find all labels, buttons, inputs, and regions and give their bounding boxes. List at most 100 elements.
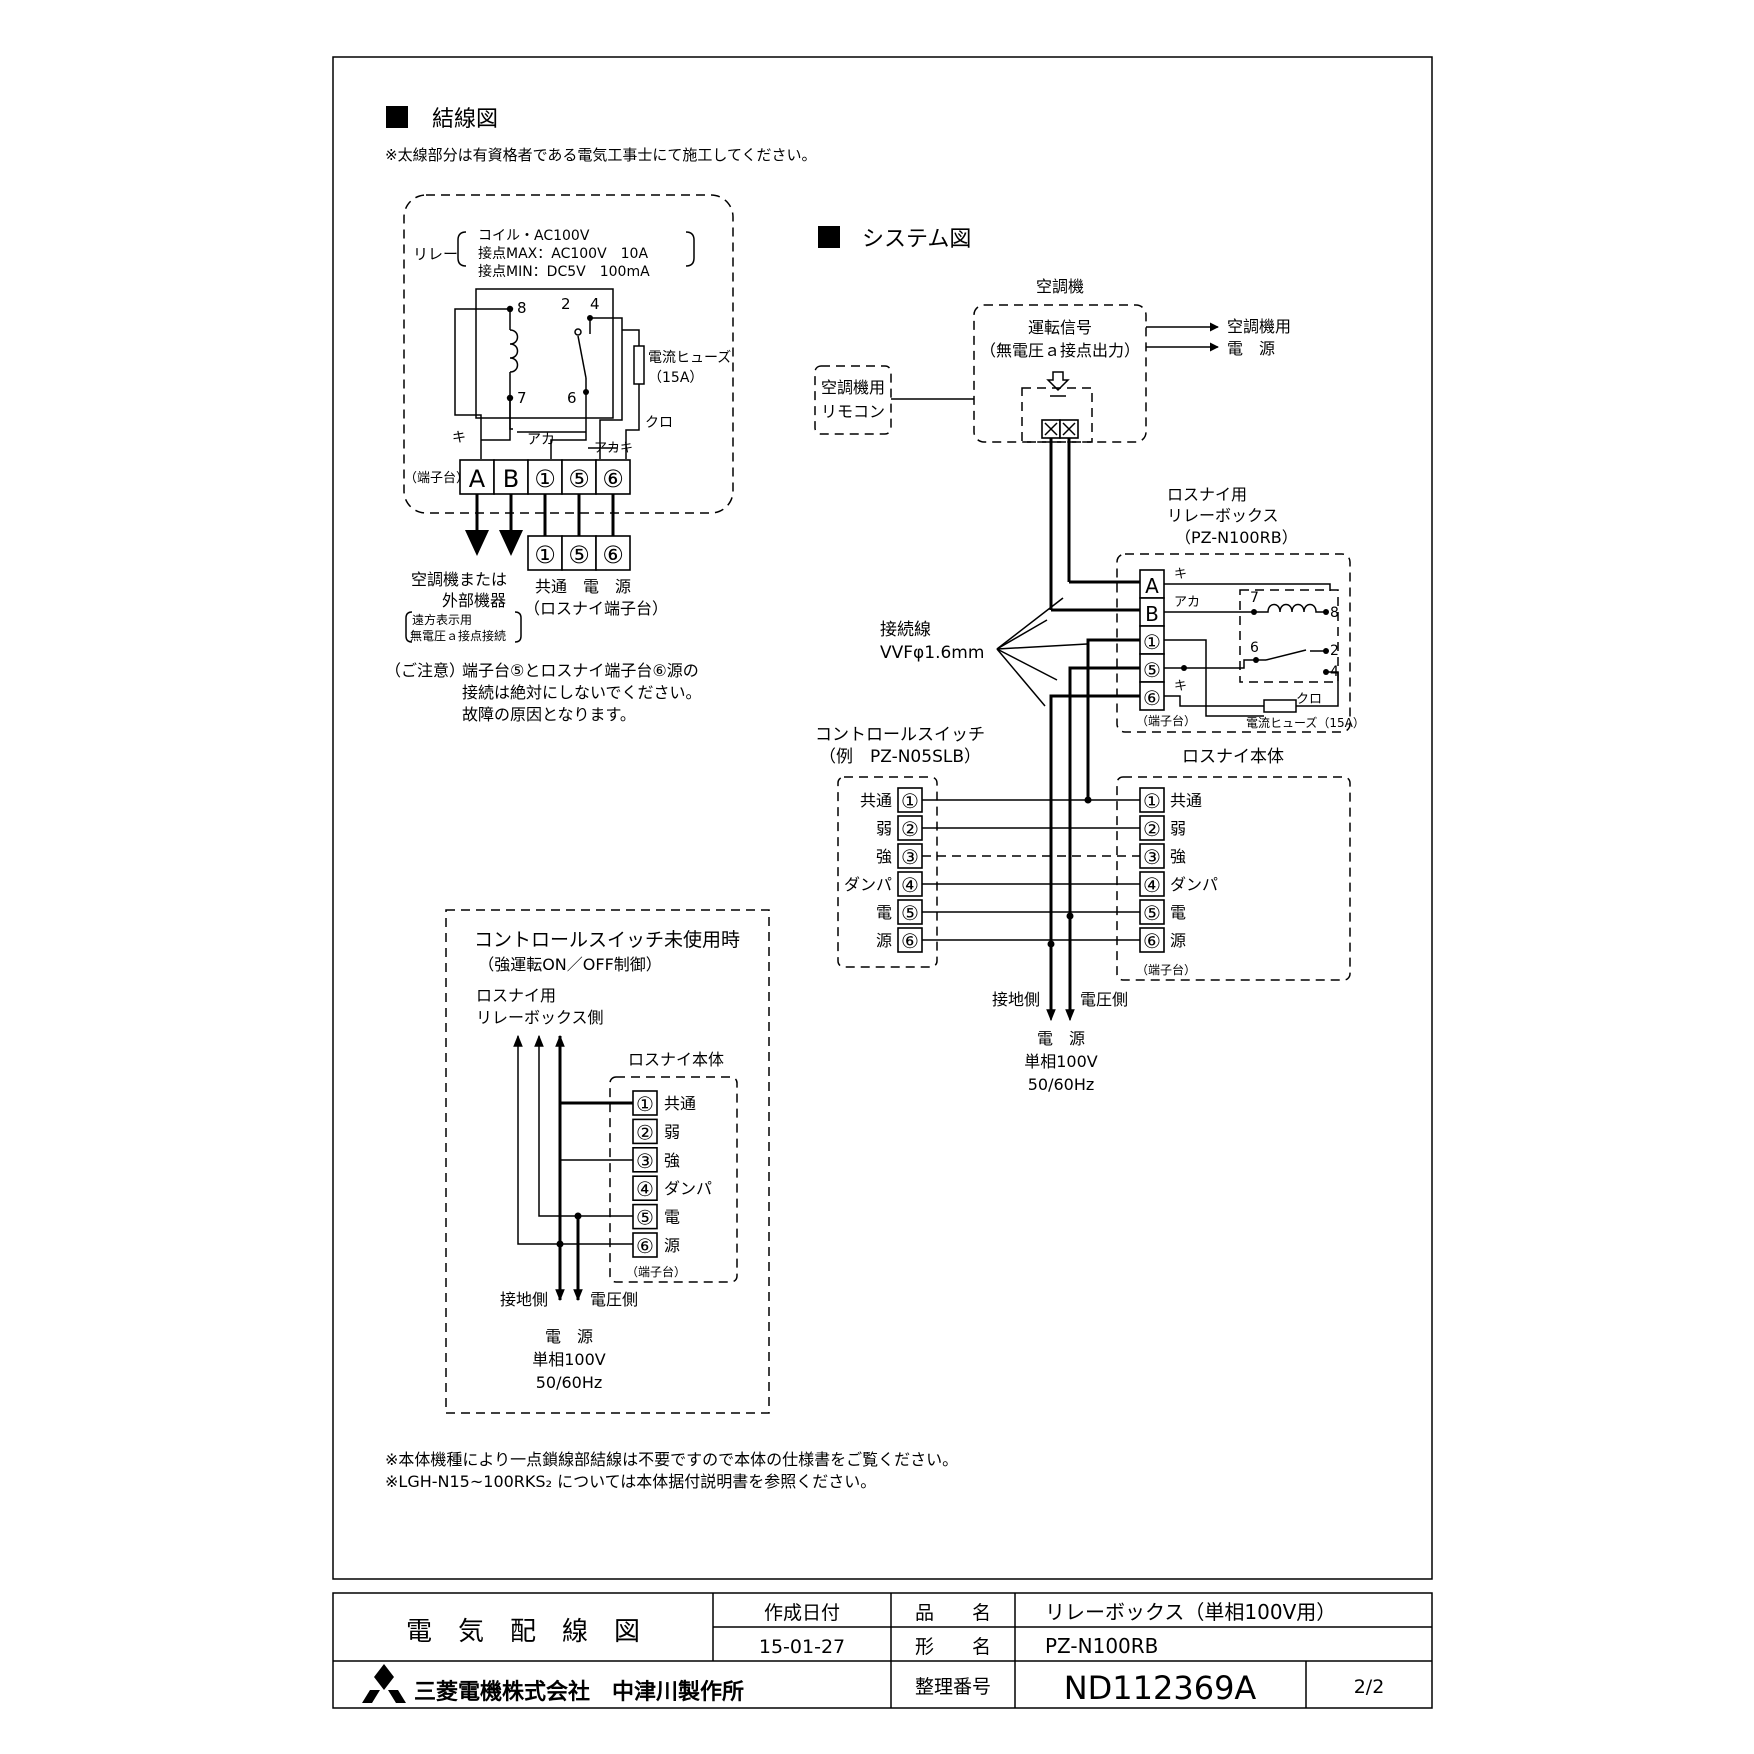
box-terminal-block-label: （端子台） bbox=[1136, 713, 1196, 728]
caution-title: （ご注意） bbox=[385, 661, 465, 680]
switch-terminal-name: 強 bbox=[876, 847, 892, 866]
wiring-section: 結線図 ※太線部分は有資格者である電気工事士にて施工してください。 リレー コイ… bbox=[385, 106, 817, 724]
wiring-heading: 結線図 bbox=[432, 107, 498, 132]
system-heading: システム図 bbox=[862, 227, 971, 252]
switch-terminal-name: ダンパ bbox=[844, 875, 892, 894]
power-supply-freq: 50/60Hz bbox=[1028, 1075, 1095, 1094]
wire-color-ki: キ bbox=[452, 430, 466, 446]
unused-relay-side-2: リレーボックス側 bbox=[476, 1008, 604, 1027]
unused-terminal-name: 源 bbox=[664, 1236, 680, 1255]
lossnay-terminal-name: 電 bbox=[1170, 903, 1186, 922]
terminal-B: B bbox=[503, 465, 519, 493]
unused-terminal-name: 強 bbox=[664, 1151, 680, 1170]
terminal-block-label: （端子台） bbox=[404, 471, 469, 486]
ground-side-label: 接地側 bbox=[992, 990, 1040, 1009]
switch-model: （例 PZ-N05SLB） bbox=[819, 747, 981, 767]
pin-8-label: 8 bbox=[517, 299, 527, 317]
contact-output-icon bbox=[1046, 371, 1070, 392]
box-fuse-label: 電流ヒューズ（15A） bbox=[1246, 715, 1365, 730]
fuse-rating: （15A） bbox=[648, 370, 703, 386]
pin-2-label: 2 bbox=[561, 295, 571, 313]
remote-label-2: リモコン bbox=[821, 402, 885, 421]
unused-terminal-name: 共通 bbox=[664, 1094, 696, 1113]
box-terminal-5: ⑤ bbox=[1143, 658, 1161, 682]
product-name-label: 品 名 bbox=[915, 1602, 991, 1624]
model-value: PZ-N100RB bbox=[1045, 1634, 1158, 1658]
box-color-kuro: クロ bbox=[1296, 692, 1322, 707]
unused-power-voltage: 単相100V bbox=[532, 1350, 606, 1369]
switch-terminal-name: 電 bbox=[876, 903, 892, 922]
lossnay-terminal-name: 強 bbox=[1170, 847, 1186, 866]
box-color-ki-2: キ bbox=[1174, 679, 1187, 694]
company-name: 三菱電機株式会社 中津川製作所 bbox=[414, 1679, 744, 1705]
box-terminal-A: A bbox=[1145, 574, 1159, 598]
switch-title: コントロールスイッチ bbox=[815, 725, 985, 745]
lossnay-terminal-name: 共通 bbox=[1170, 791, 1202, 810]
wire-color-aka-2: アカ bbox=[594, 441, 620, 456]
heading-square-icon bbox=[386, 106, 408, 128]
external-label-2: 外部機器 bbox=[442, 591, 506, 610]
relay-spec-max: 接点MAX：AC100V 10A bbox=[478, 245, 648, 262]
switch-terminal-number: ⑤ bbox=[901, 901, 919, 925]
unused-terminal-number: ① bbox=[636, 1092, 654, 1116]
unused-terminal-number: ⑥ bbox=[636, 1234, 654, 1258]
box-relay-dashed bbox=[1239, 589, 1339, 683]
relay-spec-coil: コイル・AC100V bbox=[478, 228, 590, 244]
box-color-ki: キ bbox=[1174, 567, 1187, 582]
lossnay-terminal-block: （端子台） bbox=[1136, 962, 1196, 977]
unused-dashed-box bbox=[445, 909, 770, 1414]
lossnay-terminal-number: ② bbox=[1143, 817, 1161, 841]
footnote-1: ※本体機種により一点鎖線部結線は不要ですので本体の仕様書をご覧ください。 bbox=[385, 1450, 958, 1469]
terminal-row: A B ① ⑤ ⑥ bbox=[459, 459, 631, 495]
aircon-power-sub: 電 源 bbox=[1227, 339, 1275, 358]
mitsubishi-logo-icon bbox=[362, 1664, 406, 1703]
system-section: システム図 空調機 運転信号 （無電圧ａ接点出力） 空調機用 電 源 空調機用 … bbox=[814, 226, 1365, 1094]
unused-relay-side-1: ロスナイ用 bbox=[476, 986, 556, 1005]
relay-label: リレー bbox=[413, 245, 458, 263]
run-signal-label: 運転信号 bbox=[1028, 318, 1092, 337]
switch-terminal-number: ① bbox=[901, 789, 919, 813]
unused-title: コントロールスイッチ未使用時 bbox=[474, 929, 740, 951]
lossnay-terminal-name: 源 bbox=[1170, 931, 1186, 950]
box-color-aka: アカ bbox=[1174, 595, 1200, 610]
lossnay-terminal-name: 弱 bbox=[1170, 819, 1186, 838]
box-fuse-icon bbox=[1263, 699, 1297, 713]
relay-spec-min: 接点MIN：DC5V 100mA bbox=[478, 263, 650, 280]
page-value: 2/2 bbox=[1354, 1676, 1385, 1698]
caution-line-2: 接続は絶対にしないでください。 bbox=[462, 683, 702, 702]
fuse-label: 電流ヒューズ bbox=[648, 350, 731, 366]
relay-coil-icon bbox=[509, 309, 519, 398]
doc-title: 電 気 配 線 図 bbox=[406, 1617, 640, 1647]
terminal-A: A bbox=[469, 465, 486, 493]
box-terminal-1: ① bbox=[1143, 630, 1161, 654]
unused-lossnay-box bbox=[609, 1076, 738, 1283]
date-label: 作成日付 bbox=[764, 1602, 840, 1624]
relay-box-label-2: リレーボックス bbox=[1167, 506, 1279, 525]
caution-line-1: 端子台⑤とロスナイ端子台⑥源の bbox=[462, 661, 699, 680]
lossnay-terminal-number: ⑥ bbox=[1143, 929, 1161, 953]
unused-terminal-name: 弱 bbox=[664, 1122, 680, 1141]
connection-wire-spec: VVFφ1.6mm bbox=[880, 643, 984, 663]
lossnay-terminal-1: ① bbox=[534, 541, 556, 569]
switch-terminal-name: 源 bbox=[876, 931, 892, 950]
external-sub-2: 無電圧ａ接点接続 bbox=[410, 628, 506, 643]
switch-terminal-number: ③ bbox=[901, 845, 919, 869]
unused-lossnay-title: ロスナイ本体 bbox=[628, 1050, 724, 1069]
lossnay-terminal-number: ⑤ bbox=[1143, 901, 1161, 925]
terminal-6: ⑥ bbox=[602, 465, 624, 493]
aircon-power-label: 空調機用 bbox=[1227, 317, 1291, 336]
power-supply-voltage: 単相100V bbox=[1024, 1052, 1098, 1071]
pin-4-label: 4 bbox=[590, 295, 600, 313]
unused-terminal-number: ③ bbox=[636, 1149, 654, 1173]
lossnay-terminal-5: ⑤ bbox=[568, 541, 590, 569]
connection-wire-label: 接続線 bbox=[880, 620, 931, 640]
relay-box-terminals: A B ① ⑤ ⑥ bbox=[1139, 569, 1165, 711]
heading-square-icon bbox=[818, 226, 840, 248]
wire-color-aka: アカ bbox=[527, 432, 555, 448]
unused-power-freq: 50/60Hz bbox=[536, 1373, 603, 1392]
unused-terminal-block: （端子台） bbox=[626, 1264, 686, 1279]
power-label-2: （ロスナイ端子台） bbox=[524, 599, 668, 618]
number-label: 整理番号 bbox=[915, 1676, 991, 1698]
